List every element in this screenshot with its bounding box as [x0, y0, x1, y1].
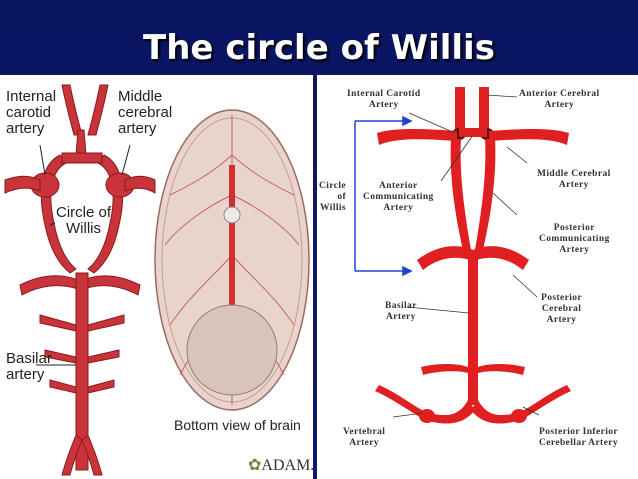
adam-logo: ✿ADAM.: [248, 457, 315, 474]
left-artery-illustration: [4, 84, 310, 476]
label-basilar-right: Basilar Artery: [385, 301, 417, 322]
label-vertebral: Vertebral Artery: [343, 427, 386, 448]
label-posterior-inferior-cerebellar: Posterior Inferior Cerebellar Artery: [539, 427, 619, 448]
label-posterior-cerebral: Posterior Cerebral Artery: [541, 293, 583, 325]
label-middle-cerebral-right: Middle Cerebral Artery: [537, 169, 611, 190]
label-anterior-cerebral: Anterior Cerebral Artery: [519, 89, 600, 110]
left-illustration-panel: Internal carotid artery Middle cerebral …: [0, 75, 315, 479]
label-anterior-communicating: Anterior Communicating Artery: [363, 181, 434, 213]
brain-bottom-view: [154, 109, 310, 411]
label-basilar-left: Basilar artery: [6, 350, 52, 383]
label-circle-of-willis-right: Circle of Willis: [319, 181, 347, 213]
right-artery-diagram: [354, 87, 571, 424]
label-middle-cerebral-left: Middle cerebral artery: [118, 88, 173, 137]
right-diagram-panel: Internal Carotid Artery Anterior Cerebra…: [317, 75, 638, 479]
label-posterior-communicating: Posterior Communicating Artery: [539, 223, 610, 255]
label-circle-of-willis-left: Circle of Willis: [56, 204, 112, 237]
label-bottom-view: Bottom view of brain: [174, 417, 301, 433]
label-internal-carotid-right: Internal Carotid Artery: [347, 89, 421, 110]
label-internal-carotid-left: Internal carotid artery: [6, 88, 57, 137]
slide-title: The circle of Willis: [143, 28, 495, 68]
